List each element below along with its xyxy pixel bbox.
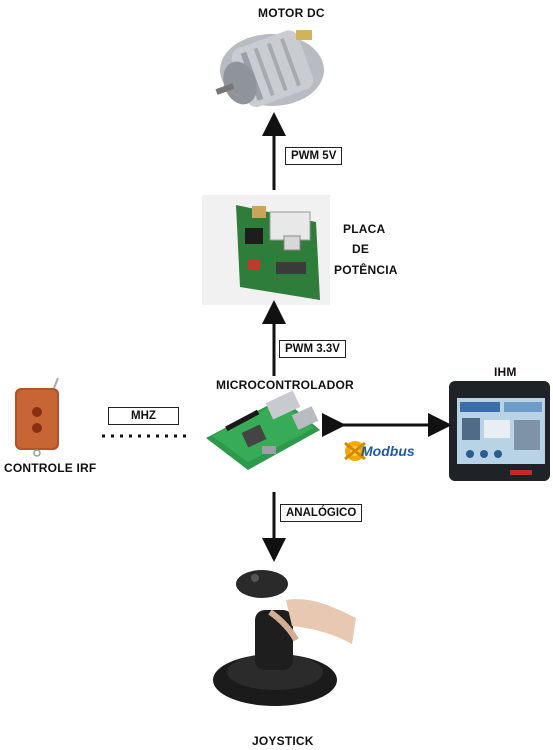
placa-label-line1: PLACA — [343, 222, 386, 236]
motor-dc-image — [215, 30, 324, 108]
mhz-tag: MHZ — [108, 407, 179, 425]
microcontrolador-label: MICROCONTROLADOR — [216, 378, 354, 392]
microcontrolador-image — [206, 390, 320, 470]
ihm-image — [449, 381, 550, 481]
modbus-text: Modbus — [361, 443, 415, 459]
placa-label-line3: POTÊNCIA — [334, 263, 398, 277]
pwm-3v3-tag: PWM 3.3V — [279, 340, 346, 358]
placa-potencia-image — [202, 195, 330, 305]
analogico-tag: ANALÓGICO — [280, 504, 363, 522]
motor-dc-label: MOTOR DC — [258, 6, 325, 20]
modbus-logo: Modbus — [344, 441, 415, 461]
joystick-label: JOYSTICK — [252, 734, 314, 748]
controle-irf-image — [15, 377, 59, 457]
joystick-image — [213, 570, 356, 706]
controle-irf-label: CONTROLE IRF — [4, 461, 97, 475]
pwm-5v-tag: PWM 5V — [285, 147, 343, 165]
ihm-label: IHM — [494, 365, 517, 379]
placa-label-line2: DE — [352, 242, 370, 256]
